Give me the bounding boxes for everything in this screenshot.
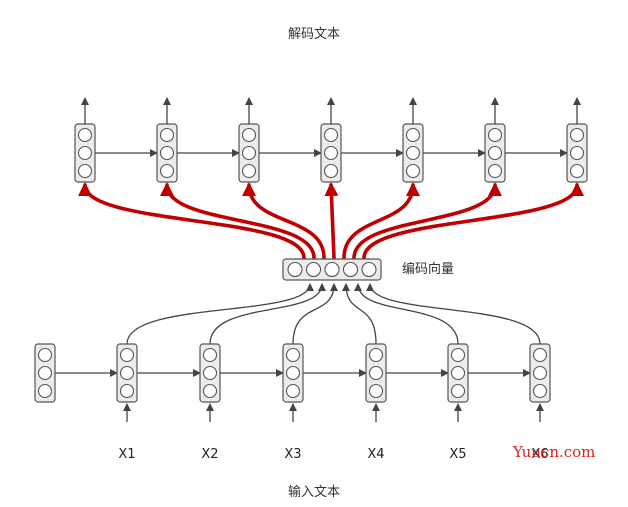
- attention-arrow: [362, 182, 584, 260]
- decoder-cell: [484, 123, 506, 183]
- vector-neuron-circle: [324, 261, 340, 278]
- cell-neuron-circle: [323, 163, 339, 179]
- cell-neuron-circle: [77, 145, 93, 161]
- input-token-label: X4: [367, 447, 384, 462]
- cell-neuron-circle: [241, 163, 257, 179]
- cell-neuron-circle: [119, 383, 135, 399]
- cell-neuron-circle: [405, 163, 421, 179]
- decoder-cell: [402, 123, 424, 183]
- cell-neuron-circle: [285, 383, 301, 399]
- vector-neuron-circle: [361, 261, 377, 278]
- recurrent-arrows: [55, 97, 581, 422]
- cell-neuron-circle: [285, 365, 301, 381]
- input-token-label: X5: [449, 447, 466, 462]
- encoder-to-vector-arrow: [126, 283, 314, 345]
- decoder-cell: [566, 123, 588, 183]
- cell-neuron-circle: [532, 347, 548, 363]
- attention-arrow: [342, 182, 420, 260]
- cell-neuron-circle: [202, 383, 218, 399]
- input-token-label: X6: [531, 447, 548, 462]
- cell-neuron-circle: [569, 127, 585, 143]
- cell-neuron-circle: [159, 163, 175, 179]
- cell-neuron-circle: [450, 365, 466, 381]
- encoder-to-vector-arrow: [292, 283, 338, 345]
- attention-arrow: [78, 182, 306, 260]
- cell-neuron-circle: [450, 383, 466, 399]
- rnn-cells: [34, 123, 588, 403]
- encoder-cell: [529, 343, 551, 403]
- cell-neuron-circle: [285, 347, 301, 363]
- cell-neuron-circle: [368, 383, 384, 399]
- cell-neuron-circle: [119, 365, 135, 381]
- encoder-initial-cell: [34, 343, 56, 403]
- vector-neuron-circle: [305, 261, 322, 278]
- attention-arrow: [352, 182, 502, 260]
- input-text-title: 输入文本: [288, 484, 340, 500]
- attention-arrow: [324, 182, 339, 260]
- cell-neuron-circle: [77, 163, 93, 179]
- cell-neuron-circle: [405, 127, 421, 143]
- cell-neuron-circle: [202, 365, 218, 381]
- cell-neuron-circle: [119, 347, 135, 363]
- encoding-vector-label: 编码向量: [402, 261, 454, 277]
- input-token-labels: X1 X2 X3 X4 X5 X6: [118, 447, 548, 462]
- decoder-cell: [74, 123, 96, 183]
- watermark-text: Yuucn.com: [512, 443, 595, 461]
- cell-neuron-circle: [368, 347, 384, 363]
- cell-neuron-circle: [159, 127, 175, 143]
- cell-neuron-circle: [532, 365, 548, 381]
- input-token-label: X3: [284, 447, 301, 462]
- encoder-cell: [447, 343, 469, 403]
- cell-neuron-circle: [323, 145, 339, 161]
- cell-neuron-circle: [202, 347, 218, 363]
- encoder-cell: [282, 343, 304, 403]
- cell-neuron-circle: [450, 347, 466, 363]
- encoder-cell: [365, 343, 387, 403]
- vector-neuron-circle: [342, 261, 359, 278]
- cell-neuron-circle: [487, 163, 503, 179]
- encoder-to-vector-arrow: [354, 283, 459, 345]
- encoding-vector: [282, 258, 382, 281]
- input-token-label: X2: [201, 447, 218, 462]
- decode-text-title: 解码文本: [288, 27, 340, 42]
- encoder-cell: [199, 343, 221, 403]
- encoder-to-vector-arrow: [342, 283, 377, 345]
- cell-neuron-circle: [159, 145, 175, 161]
- cell-neuron-circle: [405, 145, 421, 161]
- attention-arrows: [78, 182, 584, 260]
- cell-neuron-circle: [323, 127, 339, 143]
- cell-neuron-circle: [532, 383, 548, 399]
- cell-neuron-circle: [37, 383, 53, 399]
- cell-neuron-circle: [487, 145, 503, 161]
- decoder-cell: [156, 123, 178, 183]
- decoder-cell: [238, 123, 260, 183]
- cell-neuron-circle: [37, 347, 53, 363]
- cell-neuron-circle: [569, 145, 585, 161]
- encoder-to-vector-arrow: [209, 283, 326, 345]
- cell-neuron-circle: [368, 365, 384, 381]
- attention-arrow: [160, 182, 316, 260]
- attention-arrow: [242, 182, 326, 260]
- input-token-label: X1: [118, 447, 135, 462]
- cell-neuron-circle: [241, 145, 257, 161]
- cell-neuron-circle: [37, 365, 53, 381]
- encoder-cell: [116, 343, 138, 403]
- vector-neuron-circle: [287, 261, 303, 278]
- cell-neuron-circle: [241, 127, 257, 143]
- cell-neuron-circle: [77, 127, 93, 143]
- cell-neuron-circle: [487, 127, 503, 143]
- cell-neuron-circle: [569, 163, 585, 179]
- encoder-to-vector-arrow: [366, 283, 541, 345]
- decoder-cell: [320, 123, 342, 183]
